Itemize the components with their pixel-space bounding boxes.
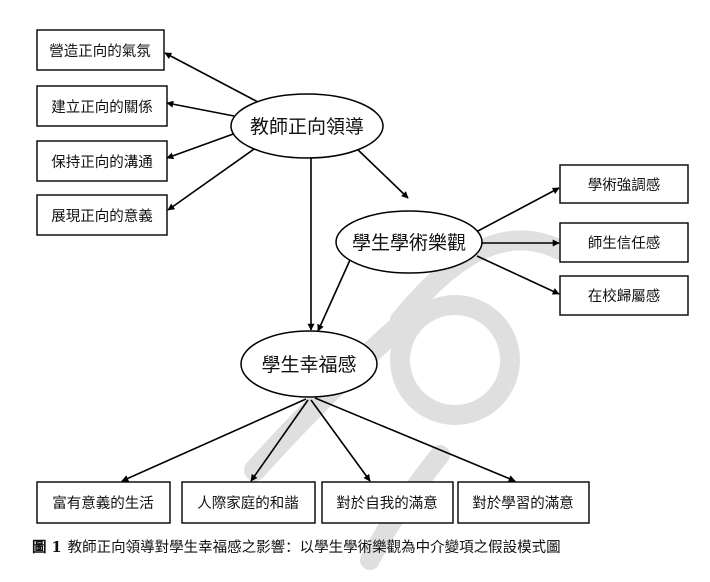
edge-wellbeing-learning [314, 397, 516, 482]
figure-number: 圖 1 [32, 539, 62, 556]
figure-caption: 圖 1 教師正向領導對學生幸福感之影響：以學生學術樂觀為中介變項之假設模式圖 [32, 536, 702, 557]
box-climate [36, 29, 165, 71]
box-learning-label: 對於學習的滿意 [472, 494, 574, 512]
edge-leadership-climate [164, 52, 259, 103]
box-climate-label: 營造正向的氣氛 [49, 43, 151, 60]
edge-optimism-emphasis [475, 187, 560, 233]
edge-wellbeing-relations [250, 399, 309, 482]
edge-optimism-wellbeing [317, 259, 351, 332]
node-optimism-label: 學生學術樂觀 [352, 232, 466, 254]
box-relationship [36, 85, 168, 127]
box-relations-label: 人際家庭的和諧 [197, 495, 299, 512]
box-labels: 營造正向的氣氛 建立正向的關係 保持正向的溝通 展現正向的意義 學術強調感 師生… [49, 43, 660, 512]
node-optimism: 學生學術樂觀 [335, 210, 483, 274]
box-self-label: 對於自我的滿意 [336, 494, 438, 512]
figure-caption-text: 教師正向領導對學生幸福感之影響：以學生學術樂觀為中介變項之假設模式圖 [67, 540, 561, 556]
box-trust-label: 師生信任感 [588, 235, 661, 252]
node-wellbeing-label: 學生幸福感 [261, 354, 356, 376]
box-nodes [36, 29, 689, 524]
box-communication [36, 140, 168, 182]
box-relationship-label: 建立正向的關係 [51, 99, 153, 116]
ellipse-nodes: 教師正向領導 學生學術樂觀 學生幸福感 [230, 93, 483, 398]
box-meaningful-life-label: 富有意義的生活 [52, 494, 154, 512]
box-belonging [559, 275, 689, 316]
box-meaning [36, 194, 168, 236]
box-communication-label: 保持正向的溝通 [51, 154, 153, 171]
node-leadership: 教師正向領導 [230, 93, 384, 159]
box-meaningful-life [36, 481, 171, 524]
edge-leadership-meaning [167, 146, 258, 211]
box-meaning-label: 展現正向的意義 [51, 207, 153, 225]
edge-leadership-communication [166, 132, 237, 160]
box-self [321, 481, 454, 524]
node-leadership-label: 教師正向領導 [250, 116, 364, 138]
edge-wellbeing-meaningful-life [121, 398, 307, 482]
edge-wellbeing-self [310, 399, 371, 482]
edge-optimism-belonging [476, 255, 560, 295]
node-wellbeing: 學生幸福感 [240, 330, 378, 398]
edge-leadership-relationship [166, 100, 235, 117]
box-belonging-label: 在校歸屬感 [588, 287, 661, 305]
edge-leadership-optimism [354, 146, 409, 199]
box-trust [559, 222, 689, 263]
edges [121, 52, 560, 482]
box-emphasis-label: 學術強調感 [588, 176, 661, 194]
box-relations [181, 481, 316, 524]
box-learning [457, 481, 590, 524]
box-emphasis [559, 164, 689, 204]
